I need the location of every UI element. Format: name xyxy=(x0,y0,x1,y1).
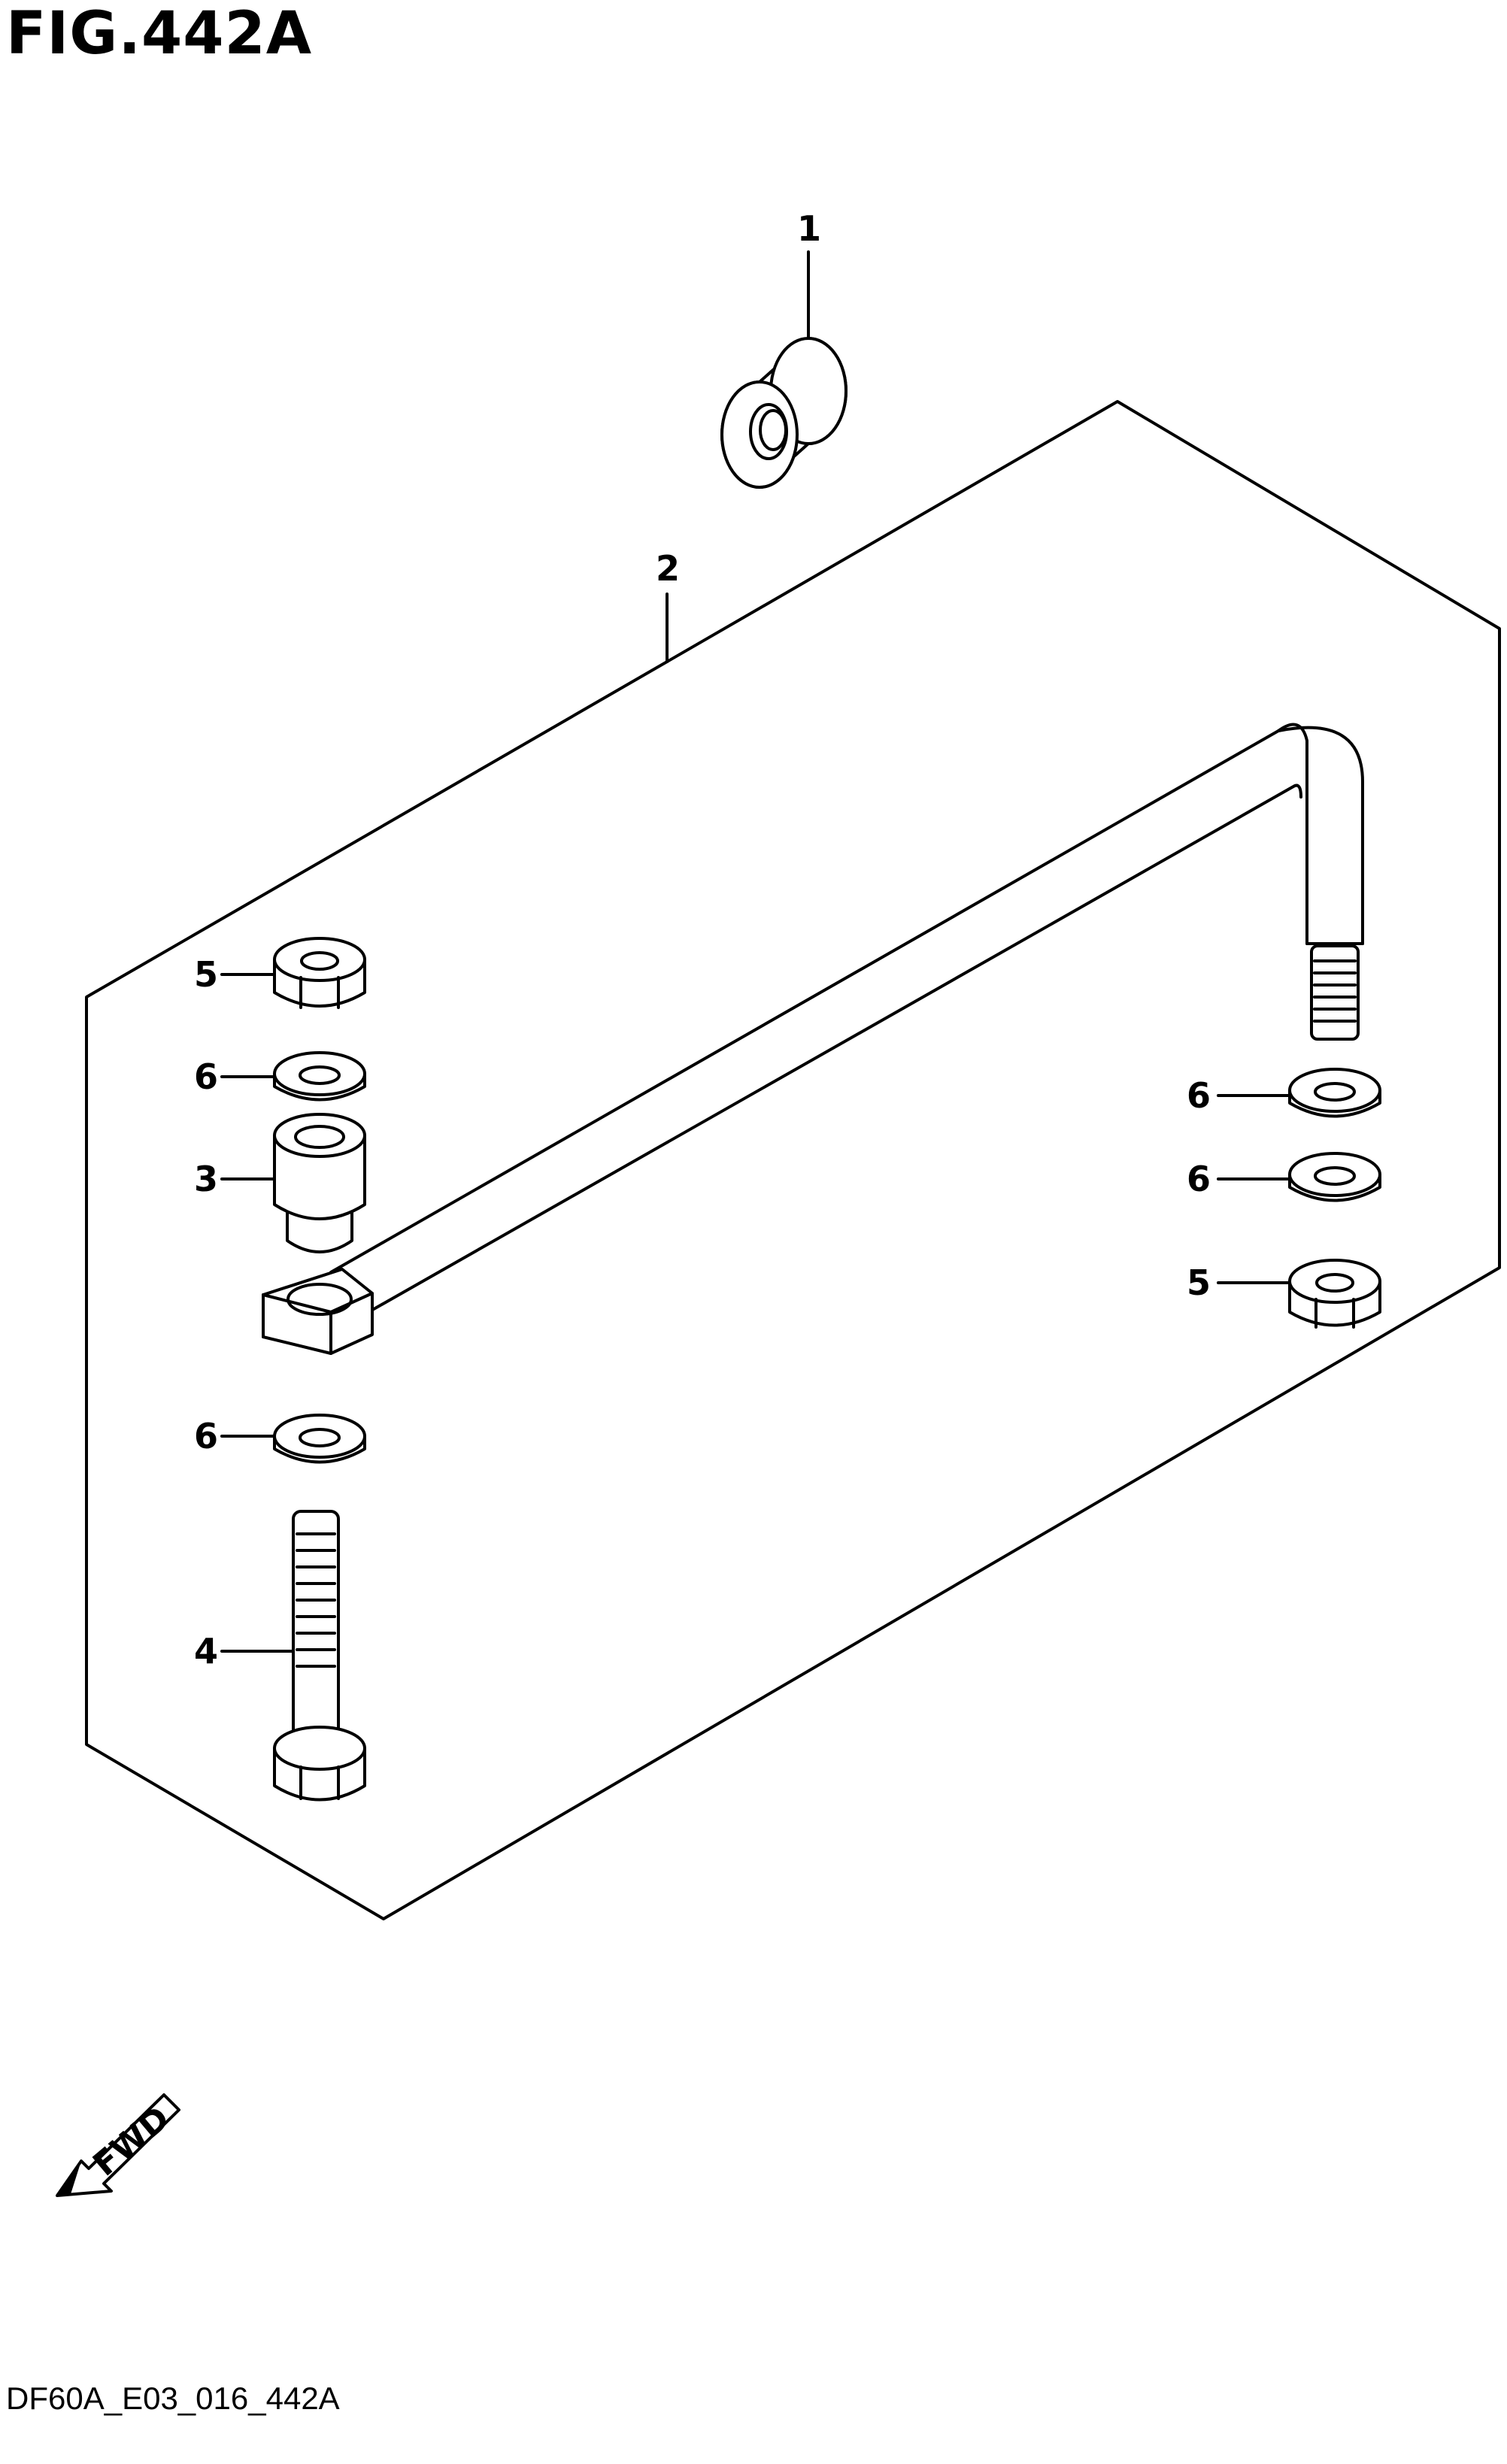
callout-6-left-upper: 6 xyxy=(194,1056,218,1097)
nut-part-left xyxy=(273,937,366,1009)
steering-rod-part xyxy=(262,723,1364,1355)
fwd-arrow-icon: FWD xyxy=(56,2093,180,2197)
bushing-part xyxy=(720,337,847,489)
spacer-part xyxy=(273,1113,366,1253)
callout-6-left-lower: 6 xyxy=(194,1416,218,1456)
callout-4: 4 xyxy=(194,1631,218,1671)
washer-part-left-upper xyxy=(273,1051,366,1102)
figure-code: DF60A_E03_016_442A xyxy=(6,2381,340,2416)
callout-6-right-lower: 6 xyxy=(1187,1159,1211,1199)
washer-part-right-lower xyxy=(1288,1152,1381,1202)
kit-outline xyxy=(85,400,1501,1920)
callout-3: 3 xyxy=(194,1159,218,1199)
washer-part-right-upper xyxy=(1288,1068,1381,1118)
figure-title: FIG.442A xyxy=(6,0,313,68)
washer-part-left-lower xyxy=(273,1414,366,1464)
callout-5-left: 5 xyxy=(194,954,218,995)
callout-1: 1 xyxy=(797,208,821,249)
callout-6-right-upper: 6 xyxy=(1187,1075,1211,1116)
bolt-part xyxy=(273,1510,366,1802)
callout-2: 2 xyxy=(656,548,680,589)
callout-5-right: 5 xyxy=(1187,1262,1211,1303)
nut-part-right xyxy=(1288,1259,1381,1329)
